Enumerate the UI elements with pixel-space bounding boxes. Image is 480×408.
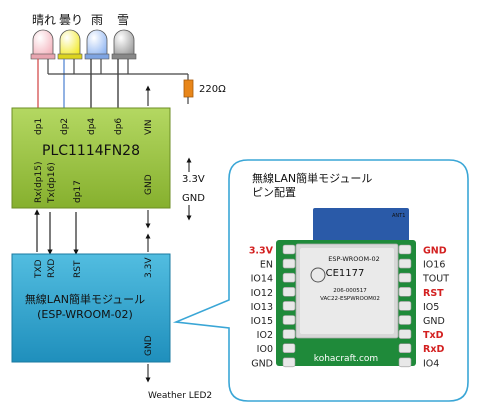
right-pin-pad: [398, 258, 412, 269]
plc-pin-rx: Rx(dp15): [34, 162, 44, 203]
left-pin-pad: [282, 244, 296, 255]
left-pin-label-2: IO14: [251, 274, 273, 285]
right-pin-label-6: TxD: [423, 330, 444, 341]
chip-model: ESP-WROOM-02: [328, 255, 380, 263]
plc-pin-dp17: dp17: [73, 180, 83, 203]
esp-pin-txd: TXD: [34, 259, 44, 279]
left-pin-pad: [282, 357, 296, 368]
chip-id: 206-000517: [333, 288, 367, 294]
left-pin-pad: [282, 258, 296, 269]
right-pin-pad: [398, 315, 412, 325]
led-label-kumori: 曇り: [59, 13, 83, 27]
right-pin-label-5: GND: [423, 316, 445, 327]
left-pin-label-3: IO12: [251, 288, 273, 299]
right-pin-pad: [398, 286, 412, 297]
right-pin-label-8: IO4: [423, 358, 439, 369]
esp-pin-gnd: GND: [144, 335, 154, 356]
caption: Weather LED2: [148, 391, 212, 401]
left-pin-pad: [282, 272, 296, 283]
left-pin-label-8: GND: [251, 358, 273, 369]
power-3v3-label: 3.3V: [182, 174, 205, 185]
right-pin-pad: [398, 343, 412, 354]
left-pin-pad: [282, 343, 296, 354]
callout-title-line1: 無線LAN簡単モジュール: [252, 171, 372, 185]
right-pin-pad: [398, 272, 412, 283]
led-label-yuki: 雪: [117, 13, 129, 27]
callout-title-line2: ピン配置: [252, 186, 296, 199]
led-kumori: [57, 29, 83, 60]
led-hare: [30, 29, 56, 60]
plc-pin-dp6: dp6: [114, 118, 124, 135]
antenna-label: ANT1: [392, 213, 405, 219]
right-pin-pad: [398, 301, 412, 311]
right-pin-pad: [398, 244, 412, 255]
esp-title-line1: 無線LAN簡単モジュール: [25, 292, 145, 306]
esp-title-line2: (ESP-WROOM-02): [37, 308, 133, 321]
board-brand: kohacraft.com: [314, 354, 378, 364]
right-pin-label-3: RST: [423, 288, 444, 299]
led-label-ame: 雨: [91, 13, 103, 27]
pin-pads: [282, 244, 412, 368]
esp-pin-rst: RST: [73, 260, 83, 278]
right-pin-label-4: IO5: [423, 302, 439, 313]
left-pin-label-0: 3.3V: [249, 246, 274, 257]
esp-module-board: ESP-WROOM-02 CE1177 206-000517 VAC22-ESP…: [276, 208, 416, 366]
esp-pin-rxd: RXD: [47, 259, 57, 278]
resistor: [183, 79, 194, 104]
plc-pin-dp2: dp2: [60, 118, 70, 135]
power-gnd-label: GND: [182, 193, 205, 204]
left-pin-label-5: IO15: [251, 316, 273, 327]
left-pin-label-7: IO0: [257, 344, 273, 355]
left-pin-pad: [282, 286, 296, 297]
plc-name: PLC1114FN28: [42, 143, 140, 159]
plc-pin-dp1: dp1: [34, 118, 44, 135]
left-pin-pad: [282, 301, 296, 311]
right-pin-pad: [398, 357, 412, 368]
led-yuki: [111, 29, 137, 60]
left-pin-pad: [282, 329, 296, 339]
plc-block: [11, 107, 171, 209]
plc-pin-tx: Tx(dp16): [47, 162, 57, 204]
chip-model-code: VAC22-ESPWROOM02: [320, 296, 380, 302]
plc-pin-gnd: GND: [144, 174, 154, 195]
esp-block: [11, 253, 171, 363]
esp-pin-3v3: 3.3V: [144, 257, 154, 278]
left-pin-label-4: IO13: [251, 302, 273, 313]
right-pin-label-1: IO16: [423, 260, 445, 271]
led-label-hare: 晴れ: [32, 13, 56, 27]
plc-pin-vin: VIN: [144, 119, 154, 135]
led-ame: [84, 29, 110, 60]
left-pin-label-1: EN: [260, 260, 273, 271]
left-pin-label-6: IO2: [257, 330, 273, 341]
plc-pin-dp4: dp4: [87, 118, 97, 135]
right-pin-label-2: TOUT: [422, 274, 449, 285]
right-pin-pad: [398, 329, 412, 339]
left-pin-pad: [282, 315, 296, 325]
right-pin-label-0: GND: [423, 246, 447, 257]
resistor-label: 220Ω: [199, 84, 226, 95]
led-legs: [37, 59, 189, 108]
signal-wires: [34, 209, 79, 255]
right-pin-label-7: RxD: [423, 344, 444, 355]
chip-ce: CE1177: [326, 268, 365, 279]
